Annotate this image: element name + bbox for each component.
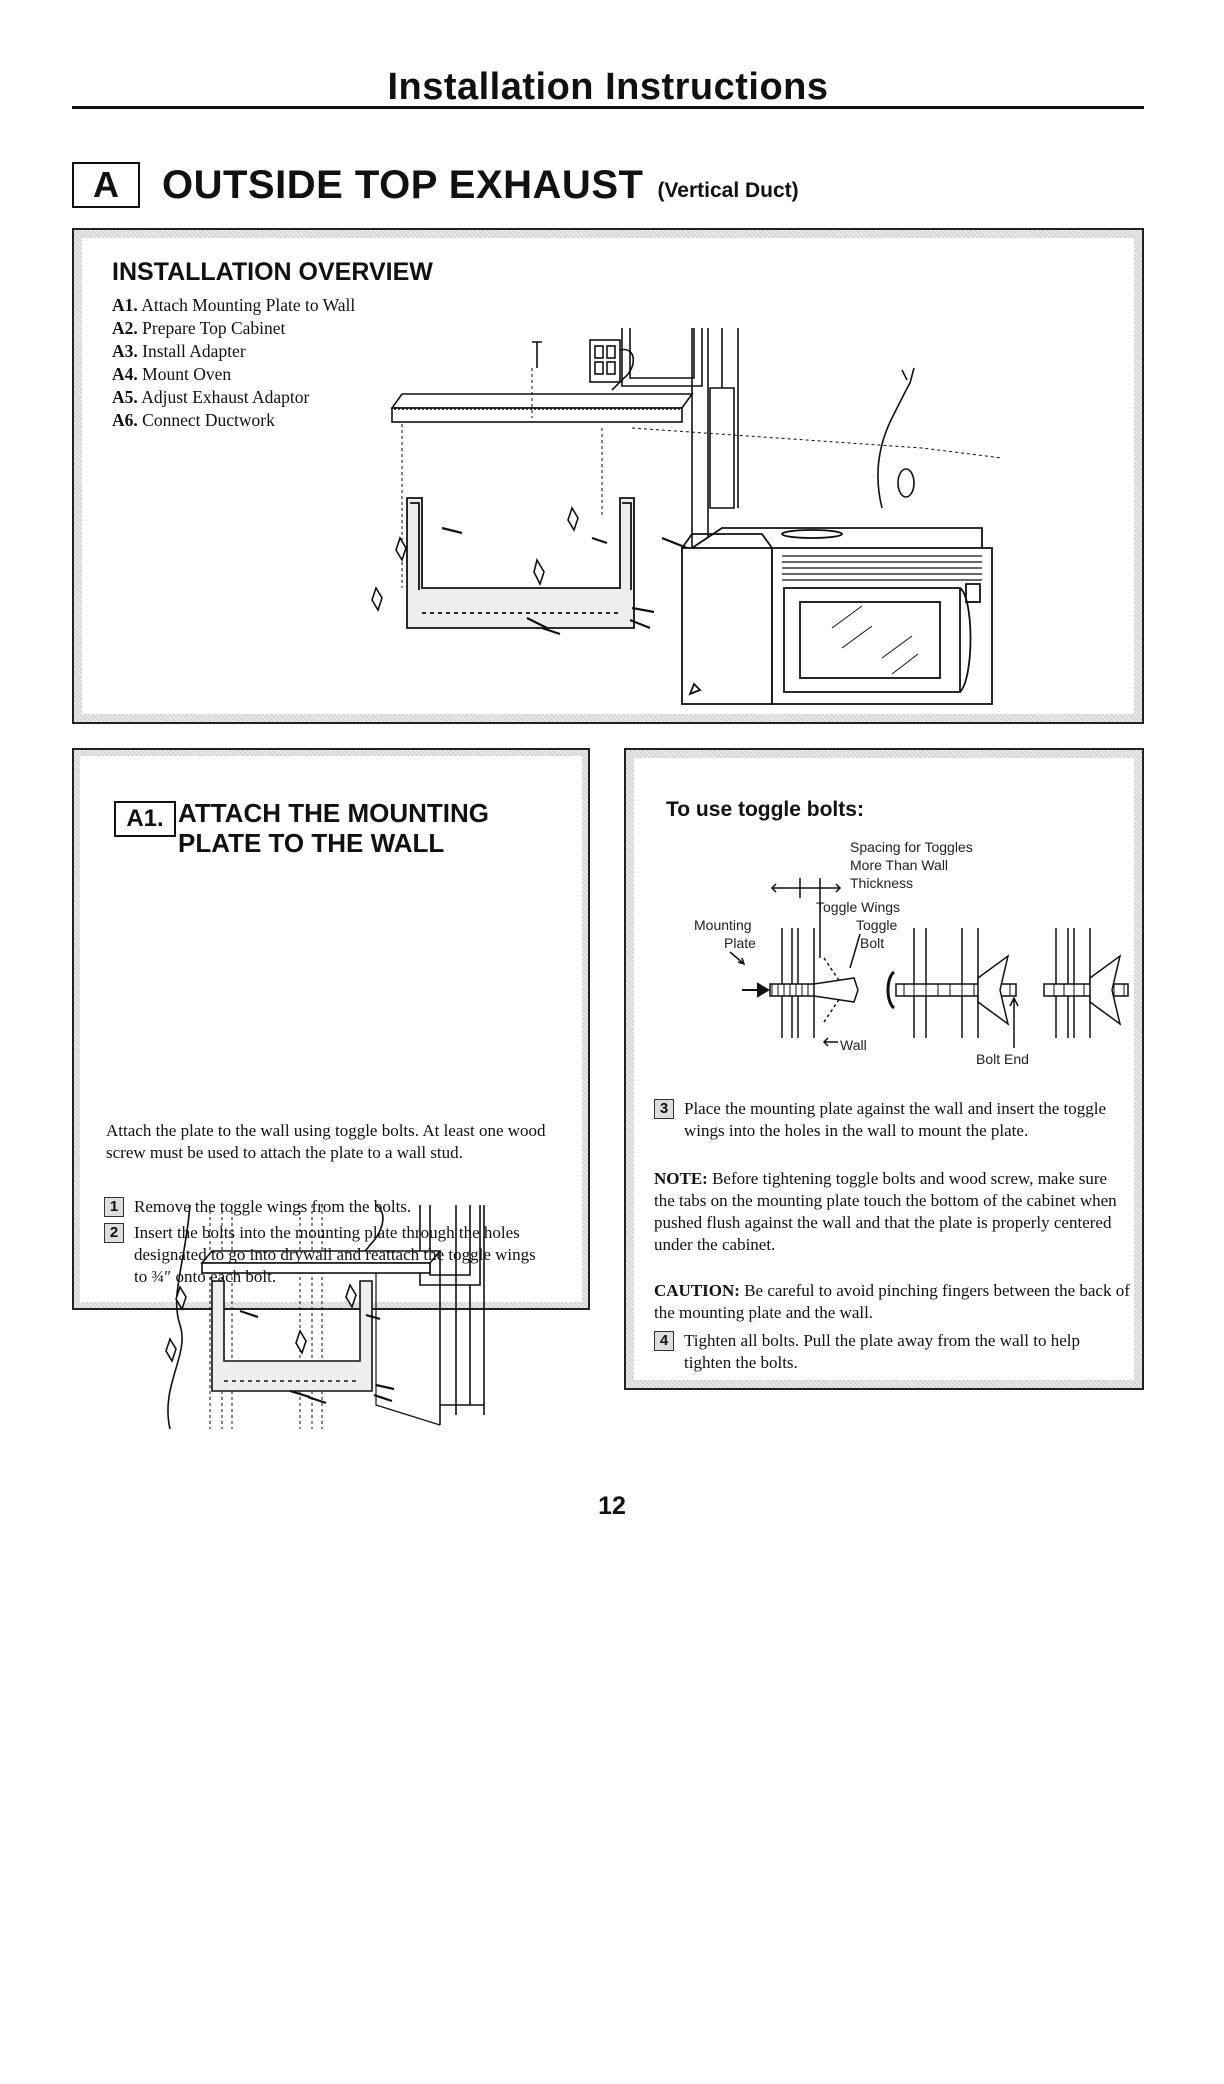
attach-step-1: 1 Remove the toggle wings from the bolts… [104,1196,574,2058]
overview-content: INSTALLATION OVERVIEW A1. Attach Mountin… [82,238,1134,714]
bolt-end-label: Bolt End [976,1051,1029,1067]
list-item: A5. Adjust Exhaust Adaptor [112,387,310,407]
toggle-label: Toggle [856,917,897,933]
list-item: A2. Prepare Top Cabinet [112,318,286,338]
section-subtitle: (Vertical Duct) [657,179,799,202]
page-number: 12 [598,1492,626,1520]
page-title: Installation Instructions [387,66,829,108]
toggle-content: To use toggle bolts: Spacing for Toggles… [634,758,1134,1380]
toggle-step-3: 3 Place the mounting plate against the w… [654,1098,1124,1142]
plate-label: Plate [724,935,756,951]
toggle-bolts-panel: To use toggle bolts: Spacing for Toggles… [624,748,1144,1390]
overview-heading: INSTALLATION OVERVIEW [112,258,433,286]
step-number-4: 4 [654,1331,674,1351]
overview-step-list: A1. Attach Mounting Plate to Wall A2. Pr… [112,294,355,432]
toggle-bolt-diagram: Spacing for Toggles More Than Wall Thick… [694,839,1129,1067]
step-number-2: 2 [104,1223,124,1243]
toggle-heading: To use toggle bolts: [666,798,864,821]
toggle-caution: CAUTION: Be careful to avoid pinching fi… [654,1281,1130,1322]
attach-plate-illustration [165,1204,485,1430]
toggle-note: NOTE: Before tightening toggle bolts and… [654,1169,1117,1254]
list-item: A3. Install Adapter [112,341,246,361]
wall-label: Wall [840,1037,867,1053]
attach-heading: ATTACH THE MOUNTING PLATE TO THE WALL [178,798,489,858]
attach-intro-text: Attach the plate to the wall using toggl… [106,1121,546,1162]
attach-step-label: A1. [114,801,176,837]
attach-step-2: 2 Insert the bolts into the mounting pla… [104,1222,544,2084]
step-number-1: 1 [104,1197,124,1217]
spacing-label-2: More Than Wall [850,857,948,873]
spacing-label-1: Spacing for Toggles [850,839,973,855]
list-item: A1. Attach Mounting Plate to Wall [112,295,356,315]
section-header: A OUTSIDE TOP EXHAUST (Vertical Duct) [72,160,799,210]
installation-overview-illustration [371,328,1003,705]
attach-content: A1. ATTACH THE MOUNTING PLATE TO THE WAL… [80,756,582,1430]
title-rule [72,106,1144,109]
spacing-label-3: Thickness [850,875,913,891]
toggle-wings-label: Toggle Wings [816,899,900,915]
section-letter: A [72,162,140,208]
installation-overview-panel: INSTALLATION OVERVIEW A1. Attach Mountin… [72,228,1144,724]
section-title: OUTSIDE TOP EXHAUST [162,162,644,207]
list-item: A4. Mount Oven [112,364,232,384]
list-item: A6. Connect Ductwork [112,410,275,430]
toggle-step-4: 4 Tighten all bolts. Pull the plate away… [654,1330,1124,1374]
mounting-label: Mounting [694,917,752,933]
bolt-label: Bolt [860,935,884,951]
step-number-3: 3 [654,1099,674,1119]
